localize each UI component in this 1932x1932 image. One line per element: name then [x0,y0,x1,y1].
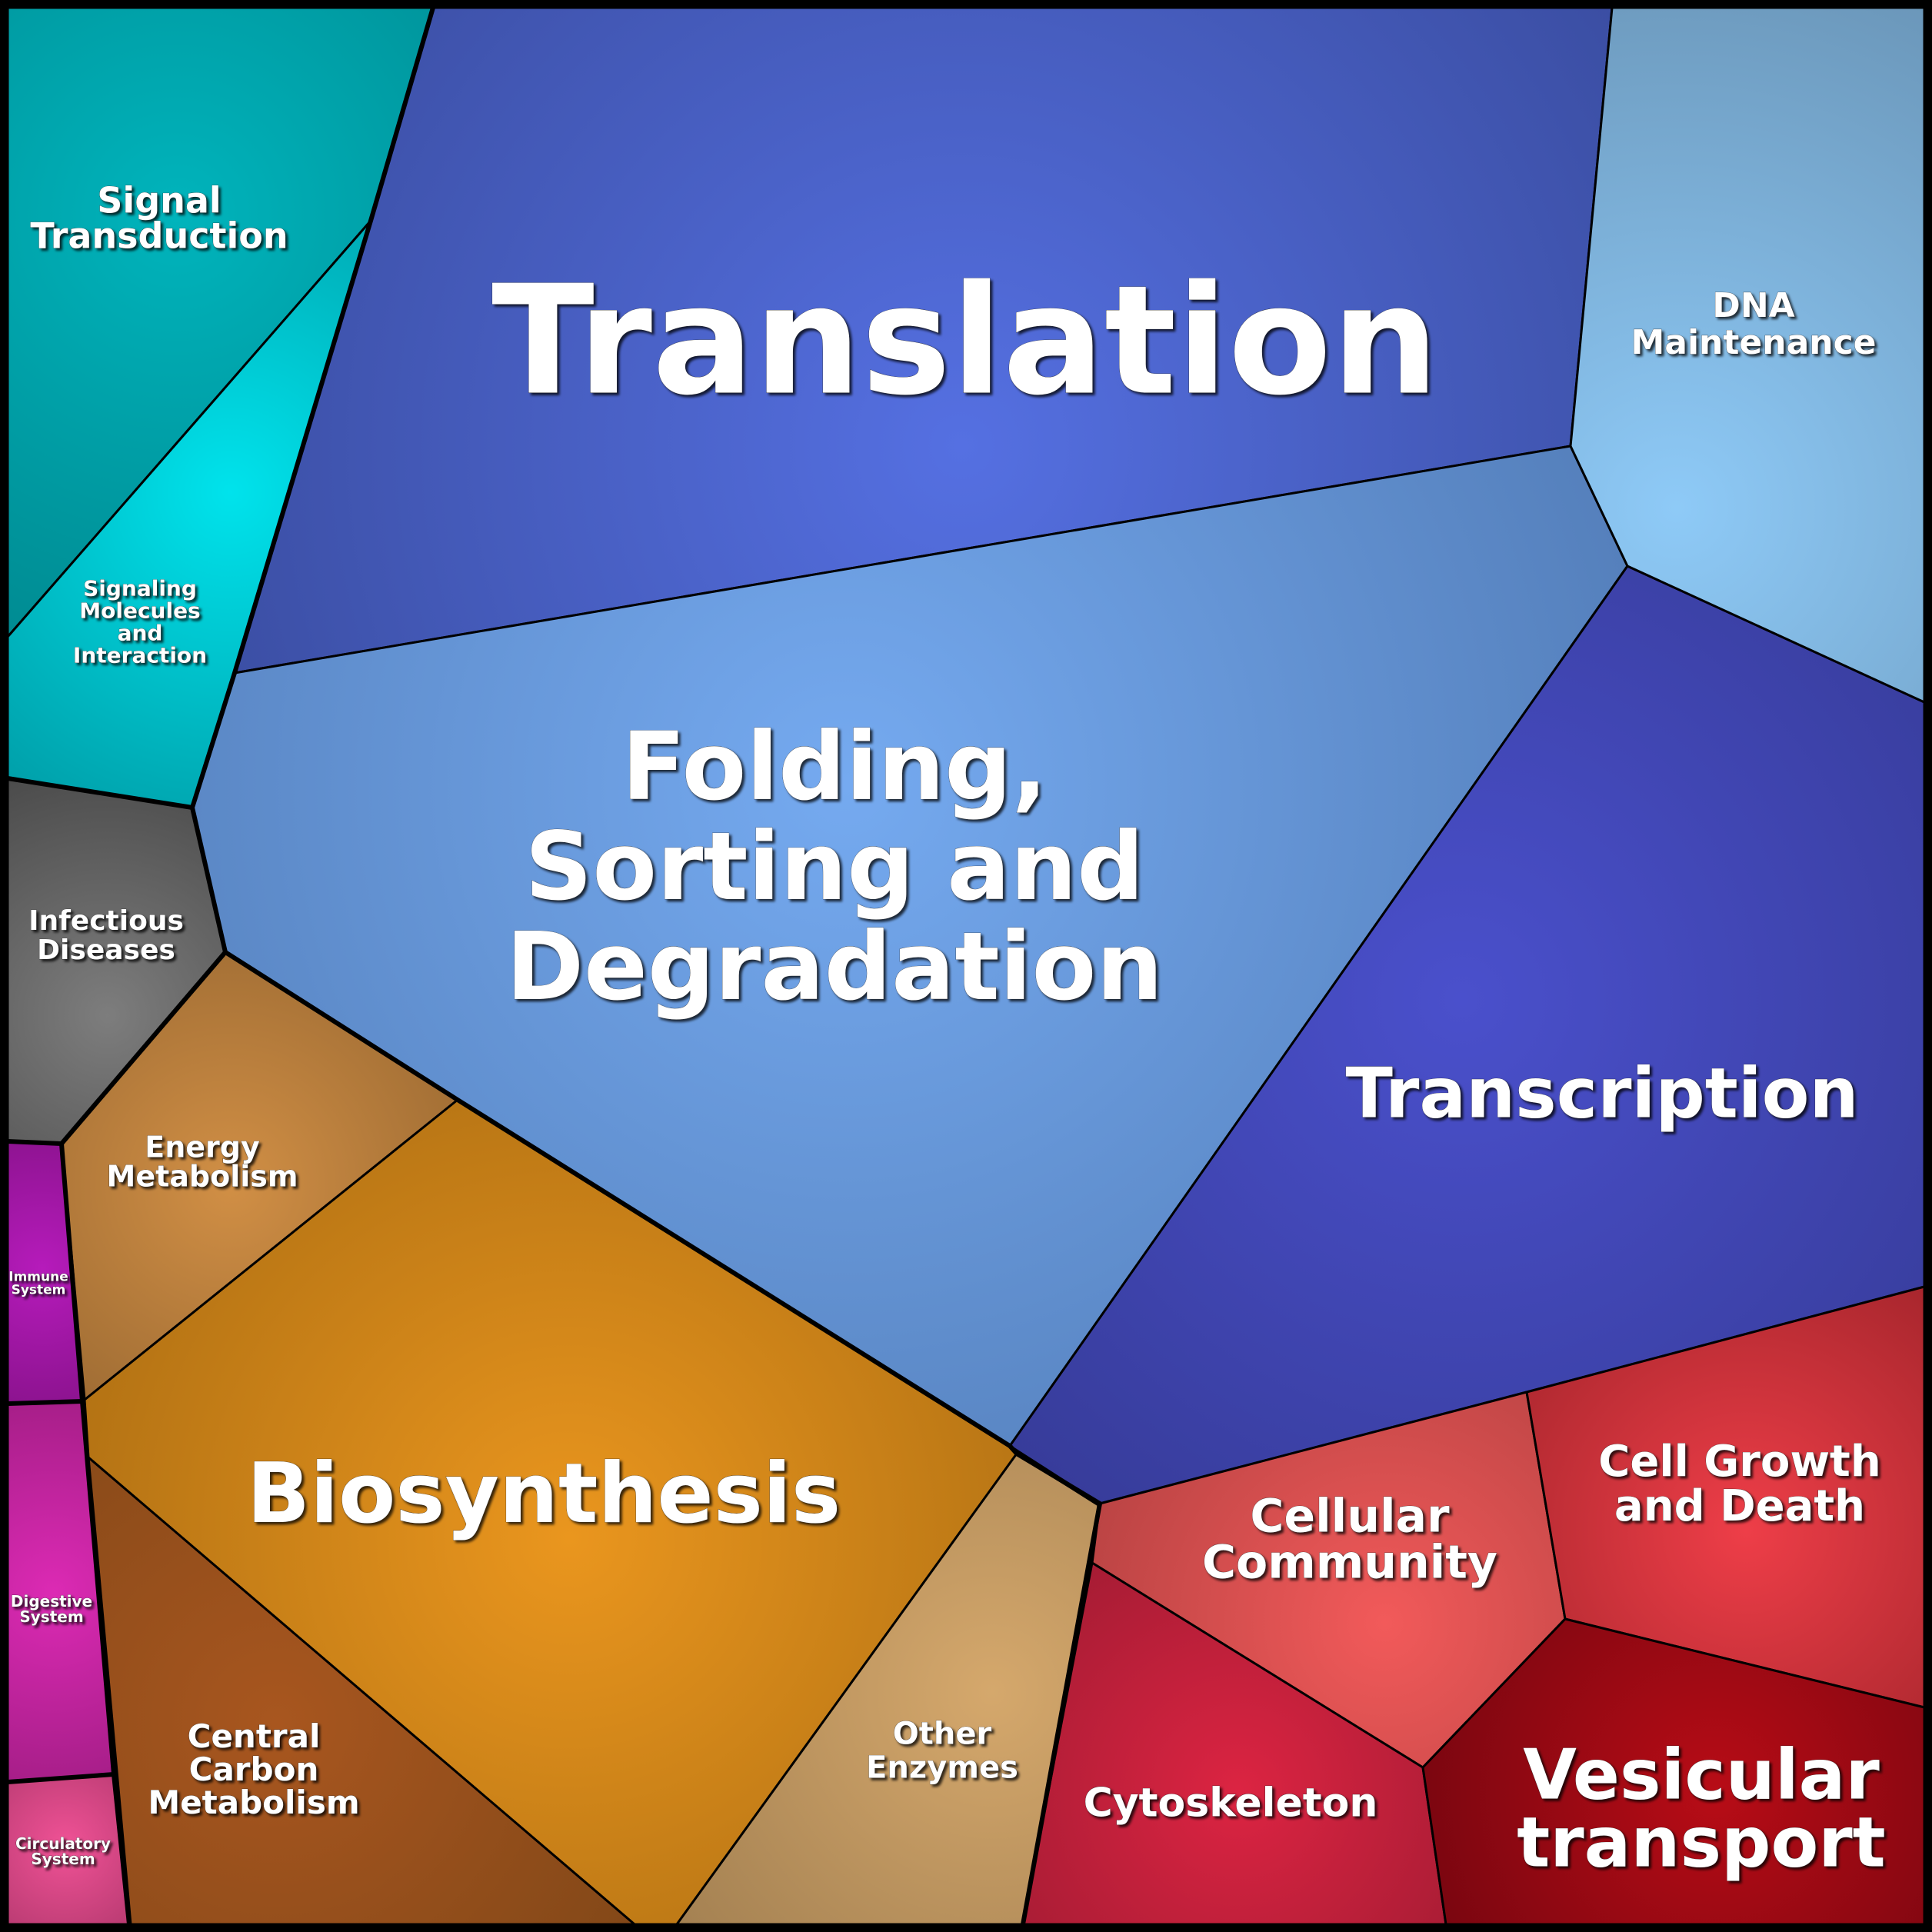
label-line: Digestive [11,1592,92,1611]
label-transcription: Transcription [1345,1053,1858,1134]
label-line: Metabolism [148,1784,359,1821]
group-border [59,1141,132,1927]
label-line: Cytoskeleton [1084,1780,1378,1827]
label-biosynthesis: Biosynthesis [247,1446,841,1542]
label-line: Transcription [1345,1053,1858,1134]
label-line: Metabolism [107,1160,298,1194]
group-border [5,776,195,810]
label-line: Signal [97,180,221,222]
label-line: and [118,621,163,646]
group-border [223,950,1102,1927]
group-border [5,1399,85,1406]
group-borders [5,5,1102,1927]
label-line: Sorting and [525,812,1144,921]
label-line: Vesicular [1523,1734,1880,1815]
label-line: Translation [491,254,1439,429]
label-line: Folding, [621,712,1048,821]
label-line: System [31,1850,95,1868]
label-line: Immune [8,1270,68,1285]
label-line: Degradation [506,912,1163,1021]
label-line: and Death [1614,1481,1865,1531]
cells-layer [6,6,1926,1926]
label-line: System [19,1607,83,1626]
label-line: Enzymes [866,1750,1018,1785]
label-cytoskeleton: Cytoskeleton [1084,1780,1378,1827]
label-line: transport [1517,1802,1885,1883]
group-border [5,1772,116,1784]
label-line: Transduction [30,215,288,257]
label-line: Energy [145,1131,260,1164]
label-line: Interaction [73,643,207,668]
label-line: Circulatory [15,1834,111,1853]
group-border [59,5,435,1146]
label-translation: Translation [491,254,1439,429]
label-line: Cellular [1250,1490,1450,1544]
label-line: Maintenance [1631,323,1876,362]
label-line: Diseases [37,934,175,966]
label-line: Molecules [79,598,200,624]
label-line: Central [188,1717,321,1755]
label-line: Community [1202,1536,1497,1590]
label-line: Other [893,1716,992,1751]
group-border [5,1139,64,1146]
label-line: Cell Growth [1598,1437,1880,1487]
label-line: Signaling [83,576,197,601]
label-line: Biosynthesis [247,1446,841,1542]
label-line: Carbon [189,1750,319,1788]
label-line: DNA [1712,286,1794,325]
label-line: System [12,1283,66,1298]
label-line: Infectious [28,905,184,937]
